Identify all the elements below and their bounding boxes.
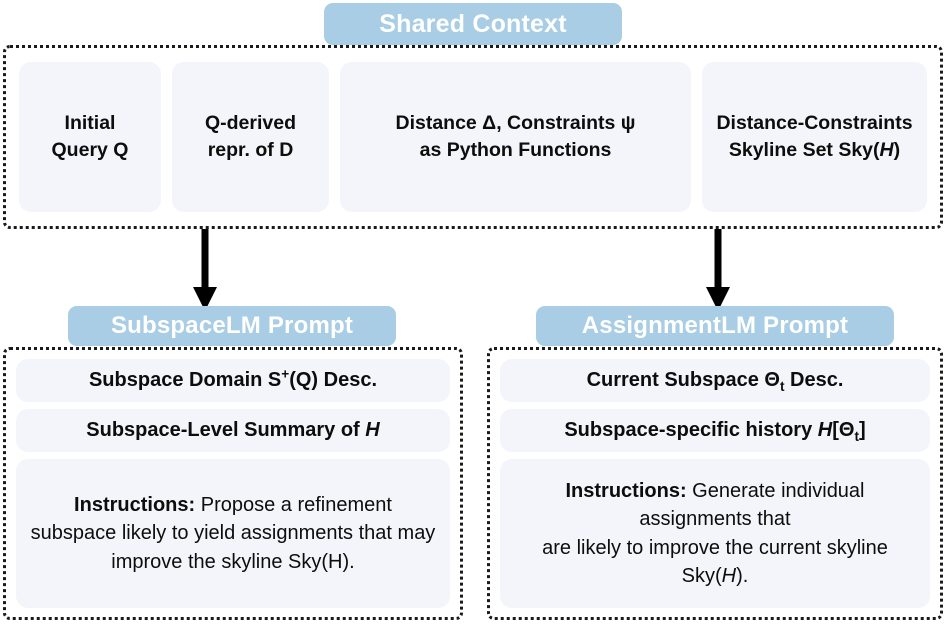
subspacelm-prompt-container: Subspace Domain S+(Q) Desc. Subspace-Lev…	[3, 347, 463, 620]
current-subspace-text: Current Subspace Θt Desc.	[586, 369, 844, 394]
shared-context-container: Initial Query Q Q-derived repr. of D Dis…	[3, 45, 943, 229]
line-2: repr. of D	[207, 139, 294, 161]
suffix: (Q) Desc.	[289, 369, 378, 391]
prefix: Subspace-specific history	[564, 419, 818, 441]
bracket-close: ]	[858, 419, 866, 441]
line-1: Distance Δ, Constraints ψ	[395, 112, 636, 135]
shared-context-header: Shared Context	[324, 3, 622, 45]
subspace-instructions-row: Instructions: Propose a refinement subsp…	[16, 459, 450, 608]
subspace-domain-row: Subspace Domain S+(Q) Desc.	[16, 359, 450, 402]
subspace-history-text: Subspace-specific history H[Θt]	[564, 419, 866, 444]
superscript: +	[281, 366, 290, 382]
instructions-label: Instructions:	[565, 479, 687, 502]
italic-h: H	[721, 564, 737, 587]
shared-context-item-text: Initial Query Q	[52, 110, 129, 164]
italic-h: H	[817, 419, 833, 441]
shared-context-item-text: Distance-Constraints Skyline Set Sky(H)	[716, 110, 912, 164]
instructions-body: Propose a refinement subspace likely to …	[30, 493, 436, 573]
line-2: as Python Functions	[419, 139, 612, 161]
prefix: Subspace-Level Summary of	[86, 419, 366, 441]
shared-context-header-label: Shared Context	[379, 9, 567, 38]
instructions-body-1: Generate individual assignments that	[639, 479, 865, 531]
arrow-to-subspace-icon	[193, 229, 217, 311]
shared-context-item-initial-query: Initial Query Q	[19, 62, 161, 212]
line-1: Distance-Constraints	[716, 112, 913, 135]
subspace-summary-text: Subspace-Level Summary of H	[86, 419, 379, 442]
prefix: Current Subspace Θ	[586, 369, 780, 391]
italic-h: H	[365, 419, 380, 441]
line-1: Q-derived	[204, 112, 297, 135]
current-subspace-row: Current Subspace Θt Desc.	[500, 359, 930, 402]
assignment-instructions-row: Instructions: Generate individual assign…	[500, 459, 930, 608]
subspace-domain-text: Subspace Domain S+(Q) Desc.	[88, 366, 378, 392]
shared-context-item-q-derived-repr: Q-derived repr. of D	[172, 62, 329, 212]
assignmentlm-prompt-header: AssignmentLM Prompt	[536, 306, 894, 346]
instructions-body-3: ).	[736, 564, 749, 587]
subscript: t	[854, 429, 859, 444]
shared-context-item-text: Q-derived repr. of D	[205, 110, 296, 164]
italic-h: H	[879, 139, 894, 161]
shared-context-item-distance-constraints-functions: Distance Δ, Constraints ψ as Python Func…	[340, 62, 691, 212]
subscript: t	[779, 379, 785, 394]
line-2: Query Q	[51, 139, 129, 161]
assignment-instructions-text: Instructions: Generate individual assign…	[514, 477, 916, 591]
subspacelm-prompt-header: SubspaceLM Prompt	[68, 306, 396, 346]
bracket-open: [Θ	[832, 419, 855, 441]
shared-context-item-skyline-set: Distance-Constraints Skyline Set Sky(H)	[702, 62, 927, 212]
prefix: Subspace Domain S	[88, 369, 282, 391]
arrow-to-assignment-icon	[706, 229, 730, 311]
subspace-summary-row: Subspace-Level Summary of H	[16, 409, 450, 452]
subspacelm-prompt-header-label: SubspaceLM Prompt	[110, 312, 354, 339]
assignmentlm-prompt-container: Current Subspace Θt Desc. Subspace-speci…	[487, 347, 943, 620]
shared-context-item-text: Distance Δ, Constraints ψ as Python Func…	[395, 110, 635, 164]
instructions-label: Instructions:	[74, 493, 196, 516]
line-2: Skyline Set Sky(H)	[728, 139, 901, 161]
assignmentlm-prompt-header-label: AssignmentLM Prompt	[581, 312, 849, 339]
suffix: Desc.	[784, 369, 844, 391]
subspace-history-row: Subspace-specific history H[Θt]	[500, 409, 930, 452]
line-1: Initial	[64, 112, 116, 135]
subspace-instructions-text: Instructions: Propose a refinement subsp…	[30, 491, 436, 576]
instructions-body-2: are likely to improve the current skylin…	[542, 536, 888, 587]
